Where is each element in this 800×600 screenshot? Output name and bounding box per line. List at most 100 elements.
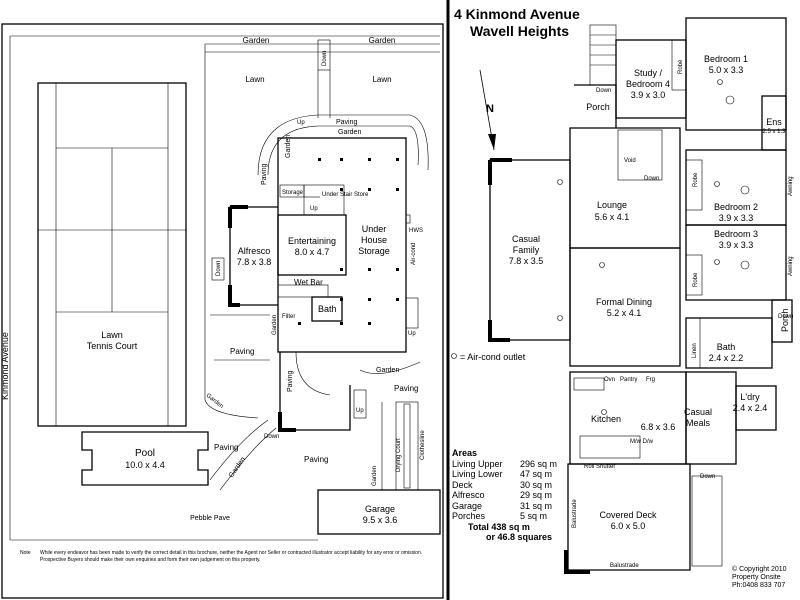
garden-label: Garden [285,135,292,158]
down-label: Down [778,314,793,320]
roll-shutter-label: Roll Shutter [584,464,615,470]
up-label: Up [310,206,318,212]
ens-dims: 2.5 x 1.3 [762,129,786,135]
aircond-label: Air-cond [411,243,417,265]
robe-label: Robe [693,272,699,287]
under-stair-label: Under Stair Store [322,192,369,198]
area-name: Garage [452,500,483,511]
filter-label: Filter [282,314,295,320]
bedroom1-name: Bedroom 1 [704,54,748,64]
casual-family-name2: Family [513,245,540,255]
paving-label: Paving [230,347,254,356]
paving-label: Paving [394,384,418,393]
bath-label: Bath [318,304,337,314]
table-row: Garage 31 sq m [452,501,572,512]
under-house-line3: Storage [358,246,390,256]
covered-deck-dims: 6.0 x 5.0 [611,521,646,531]
area-name: Deck [452,479,473,490]
wet-bar-label: Wet Bar [294,278,323,287]
ceiling-fan-icons [725,95,750,270]
ens-name: Ens [766,117,782,127]
copyright-phone: Ph:0408 833 707 [732,582,786,589]
title-line1: 4 Kinmond Avenue [454,6,580,22]
pebble-label: Pebble Pave [190,515,230,522]
formal-dining-name: Formal Dining [596,297,652,307]
area-value: 47 sq m [520,469,553,479]
lower-floor-frame [1,23,444,599]
clothesline-label: Clothesline [420,430,426,460]
down-label: Down [644,176,659,182]
tennis-name: Lawn [101,330,123,340]
drying-court-label: Drying Court [396,438,402,472]
area-value: 31 sq m [520,500,553,511]
up-label: Up [408,331,416,337]
garden-label: Garden [376,367,399,374]
covered-deck-name: Covered Deck [599,510,657,520]
mw-dw-label: M/w D/w [630,439,654,445]
ldry-dims: 2.4 x 2.4 [733,403,768,413]
garden-label: Garden [228,456,247,479]
alfresco-name: Alfresco [238,246,271,256]
bedroom2-name: Bedroom 2 [714,202,758,212]
area-value: 5 sq m [520,511,548,521]
copyright-line: © Copyright 2010 [732,566,787,573]
alfresco-dims: 7.8 x 3.8 [237,257,272,267]
kitchen-name: Kitchen [591,414,621,424]
garage-outline [317,489,441,535]
study-name: Study / [634,68,663,78]
under-house-line2: House [361,235,387,245]
compass-label: N [486,103,494,115]
formal-dining-dims: 5.2 x 4.1 [607,308,642,318]
lounge-name: Lounge [597,200,627,210]
casual-family-dims: 7.8 x 3.5 [509,256,544,266]
garage-dims: 9.5 x 3.6 [363,515,398,525]
study-dims: 3.9 x 3.0 [631,90,666,100]
areas-squares: or 46.8 squares [486,532,553,542]
garden-label: Garden [372,466,378,486]
compass-arrow-icon [479,69,496,151]
hws-label: HWS [409,228,423,234]
porch-label: Porch [780,308,790,332]
pool-name: Pool [135,448,155,459]
entertaining-name: Entertaining [288,236,336,246]
lawn-label: Lawn [245,75,264,84]
balustrade-label: Balustrade [572,499,578,528]
area-name: Living Upper [452,458,503,469]
pantry-label: Pantry [620,377,637,383]
lower-floor-plan [9,35,441,541]
area-value: 30 sq m [520,479,553,490]
pool-outline [81,431,209,486]
casual-family-name: Casual [512,234,540,244]
note-text: While every endeavor has been made to ve… [40,550,423,563]
down-label: Down [322,51,328,66]
kitchen-dims: 6.8 x 3.6 [641,422,676,432]
areas-heading: Areas [452,448,478,458]
street-label: Kinmond Avenue [0,332,10,400]
porch-label: Porch [586,102,610,112]
paving-label: Paving [261,163,268,185]
down-label: Down [700,474,715,480]
areas-total: Total 438 sq m [468,521,530,532]
awning-label: Awning [788,176,794,196]
garden-label: Garden [272,315,278,335]
linen-label: Linen [692,343,698,358]
bedroom3-dims: 3.9 x 3.3 [719,240,754,250]
paving-label: Paving [336,119,358,126]
paving-label: Paving [214,443,238,452]
study-name2: Bedroom 4 [626,79,670,89]
copyright-company: Property Onsite [732,574,781,581]
area-value: 29 sq m [520,490,553,500]
garden-label: Garden [243,36,270,45]
awning-label: Awning [788,256,794,276]
paving-label: Paving [287,370,294,392]
upper-floor-plan [451,17,793,574]
down-label: Down [216,261,222,276]
copyright-block: © Copyright 2010 Property Onsite Ph:0408… [732,566,787,590]
bedroom2-dims: 3.9 x 3.3 [719,213,754,223]
storage-label: Storage [282,190,304,196]
